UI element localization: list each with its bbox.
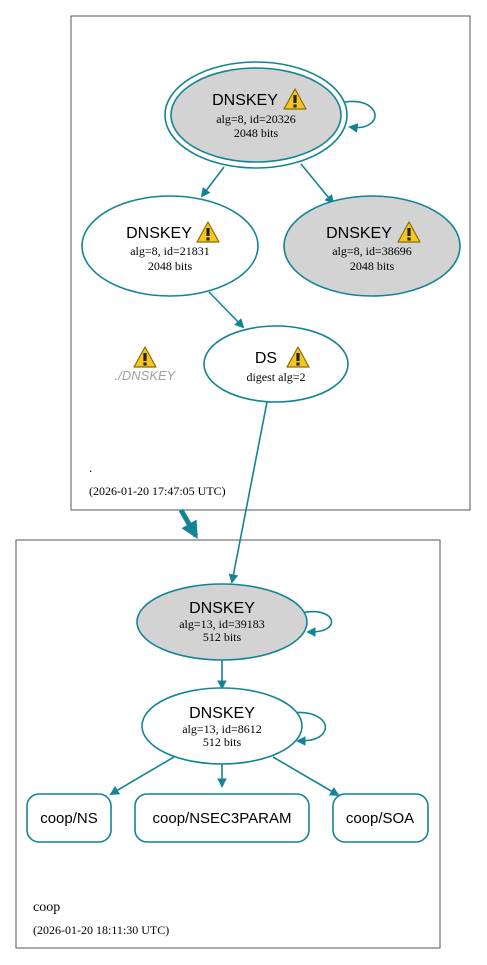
- edge-ds-to-coop-ksk: [228, 401, 268, 584]
- zone-root-name: .: [89, 460, 92, 475]
- node-line2: 2048 bits: [148, 259, 193, 273]
- delegation-arrow: [178, 508, 199, 540]
- node-line1: alg=8, id=20326: [216, 112, 296, 126]
- node-rr-ns[interactable]: coop/NS: [26, 793, 112, 843]
- edge-zsk1-to-ds: [208, 291, 245, 329]
- edges: [109, 100, 376, 796]
- zone-coop-border: [15, 539, 441, 949]
- edge-ksk-to-zsk1: [200, 166, 225, 198]
- node-rr-nsec3param[interactable]: coop/NSEC3PARAM: [134, 793, 310, 843]
- node-line1: alg=13, id=39183: [179, 617, 265, 631]
- edge-ksk-to-zsk2: [300, 163, 335, 205]
- selfloop-coop-zsk: [291, 711, 327, 746]
- node-title: DNSKEY: [212, 92, 278, 109]
- node-root-zsk-21831[interactable]: DNSKEY alg=8, id=21831 2048 bits: [81, 195, 259, 297]
- edge-zsk-to-soa: [272, 756, 340, 796]
- node-line1: alg=13, id=8612: [182, 722, 262, 736]
- node-title: DS: [255, 350, 277, 367]
- rr-label: coop/SOA: [346, 810, 414, 827]
- zone-root: . (2026-01-20 17:47:05 UTC): [70, 15, 471, 511]
- node-line1: alg=8, id=38696: [332, 244, 412, 258]
- node-ds[interactable]: DS digest alg=2: [203, 325, 349, 403]
- node-title: DNSKEY: [189, 600, 255, 617]
- node-title: DNSKEY: [126, 225, 192, 242]
- node-line2: 512 bits: [203, 735, 242, 749]
- node-title: DNSKEY: [326, 225, 392, 242]
- zone-root-border: [70, 15, 471, 511]
- node-rr-soa[interactable]: coop/SOA: [332, 793, 429, 843]
- node-coop-zsk[interactable]: DNSKEY alg=13, id=8612 512 bits: [141, 687, 303, 765]
- node-line2: 2048 bits: [350, 259, 395, 273]
- node-coop-ksk[interactable]: DNSKEY alg=13, id=39183 512 bits: [136, 583, 308, 661]
- ghost-label: ./DNSKEY: [115, 368, 177, 383]
- node-root-ksk[interactable]: DNSKEY alg=8, id=20326 2048 bits: [164, 61, 348, 169]
- node-line2: 512 bits: [203, 630, 242, 644]
- zone-root-timestamp: (2026-01-20 17:47:05 UTC): [89, 484, 226, 498]
- node-line1: digest alg=2: [246, 370, 305, 384]
- warning-icon: [133, 346, 157, 368]
- zone-coop-name: coop: [33, 900, 60, 915]
- zone-coop: coop (2026-01-20 18:11:30 UTC): [15, 539, 441, 949]
- rr-label: coop/NS: [40, 810, 98, 827]
- selfloop-root-ksk: [344, 100, 376, 133]
- node-title: DNSKEY: [189, 705, 255, 722]
- edge-zsk-to-ns: [109, 756, 175, 795]
- selfloop-coop-ksk: [300, 610, 333, 637]
- node-ghost-dnskey[interactable]: ./DNSKEY: [115, 346, 177, 383]
- zone-coop-timestamp: (2026-01-20 18:11:30 UTC): [33, 923, 169, 937]
- node-root-zsk-38696[interactable]: DNSKEY alg=8, id=38696 2048 bits: [283, 195, 461, 297]
- rr-label: coop/NSEC3PARAM: [153, 810, 292, 827]
- node-line2: 2048 bits: [234, 126, 279, 140]
- node-line1: alg=8, id=21831: [130, 244, 210, 258]
